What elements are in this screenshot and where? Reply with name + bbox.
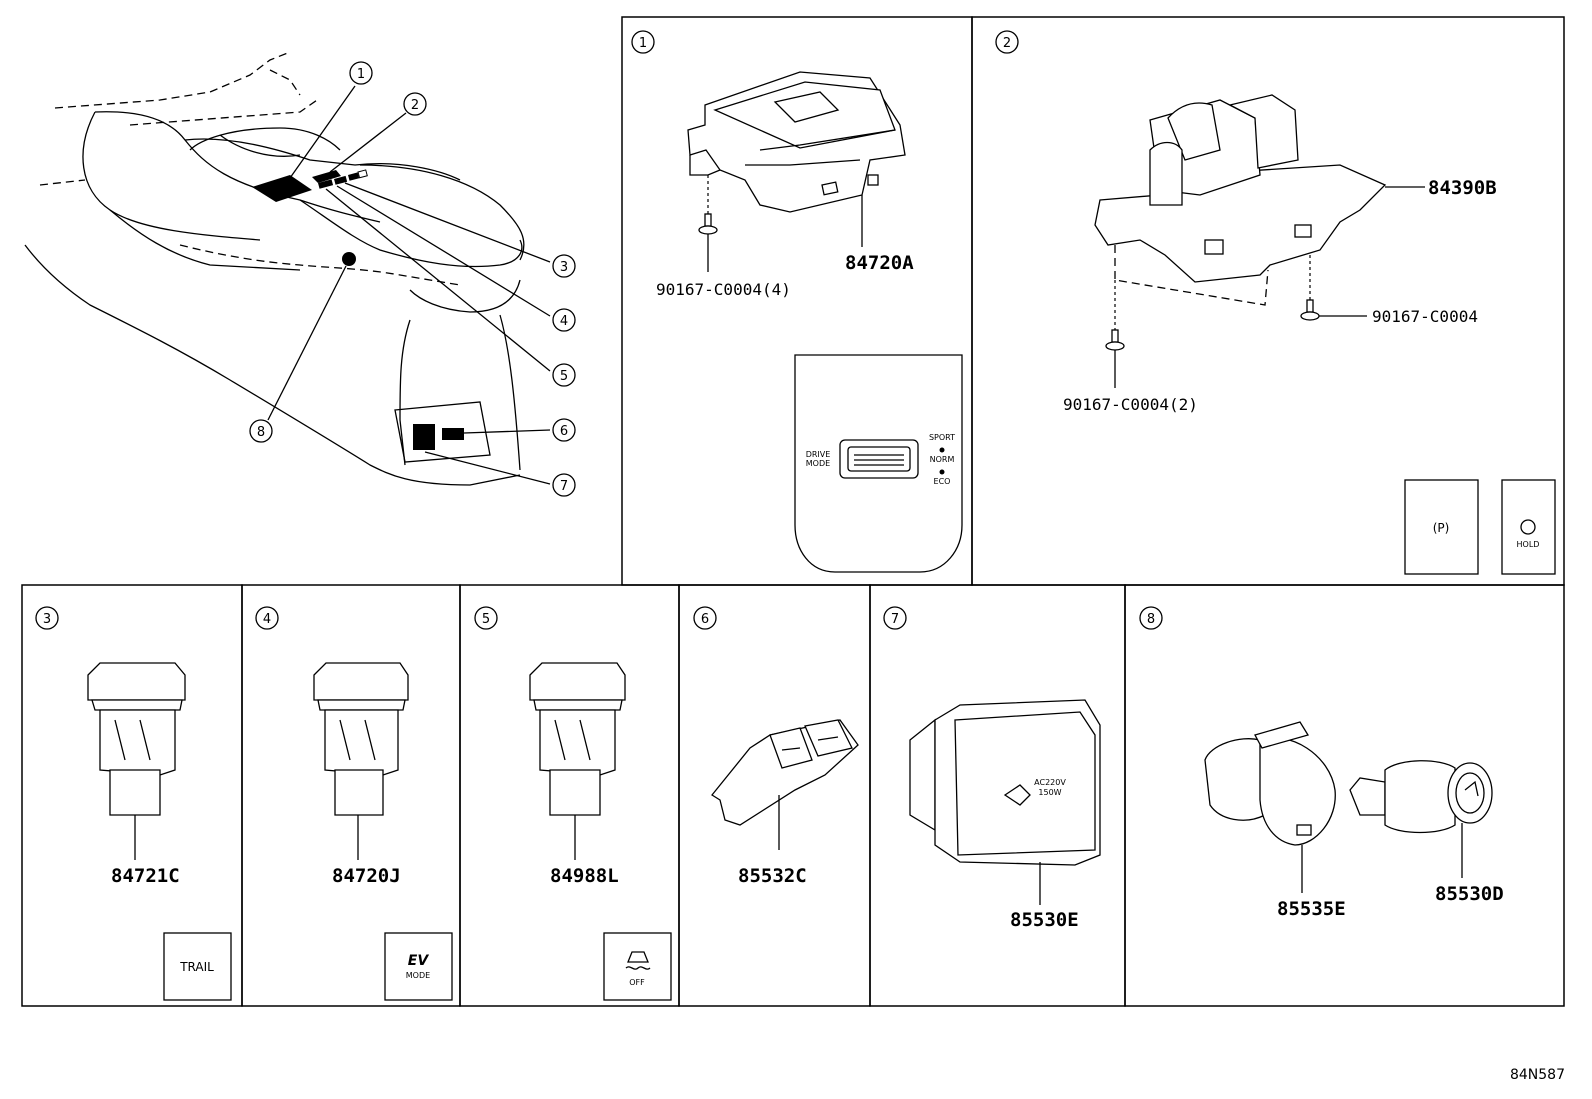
panel-8-callout: 8: [1139, 606, 1163, 630]
part-number-84721C: 84721C: [111, 865, 180, 887]
outlet-label-watt: 150W: [1038, 788, 1061, 797]
svg-text:5: 5: [482, 612, 490, 627]
screw-90167-c0004: [1300, 299, 1367, 321]
svg-text:EV: EV: [408, 953, 430, 969]
svg-text:6: 6: [701, 612, 709, 627]
parking-brake-switch-part: [1094, 94, 1387, 283]
usb-charger-part: [711, 719, 859, 826]
vsc-off-icon: OFF: [603, 932, 672, 1001]
callout-1: 1: [349, 61, 373, 85]
part-number-84390B: 84390B: [1428, 177, 1497, 199]
callout-5: 5: [552, 363, 576, 387]
panel-6-callout: 6: [693, 606, 717, 630]
svg-text:4: 4: [263, 612, 271, 627]
panel-2: 2 84390B 90167-C0004 90167-C0004(2): [995, 30, 1556, 575]
svg-text:3: 3: [560, 260, 568, 275]
ev-mode-icon: EV MODE: [384, 932, 453, 1001]
panel-6: 6 85532C: [693, 606, 859, 887]
part-number-90167-c0004-4: 90167-C0004(4): [656, 280, 791, 299]
svg-text:OFF: OFF: [629, 978, 645, 987]
svg-text:2: 2: [411, 98, 419, 113]
drive-mode-switch-part: [687, 71, 906, 213]
part-number-85530E: 85530E: [1010, 909, 1079, 931]
part-number-90167-c0004: 90167-C0004: [1372, 307, 1478, 326]
svg-text:MODE: MODE: [406, 971, 430, 980]
panel-8: 8 85535E 85530D: [1139, 606, 1504, 920]
callout-8: 8: [249, 419, 273, 443]
svg-text:8: 8: [1147, 612, 1155, 627]
svg-text:7: 7: [560, 479, 568, 494]
callout-7: 7: [552, 473, 576, 497]
panel-5-callout: 5: [474, 606, 498, 630]
callout-4: 4: [552, 308, 576, 332]
parking-brake-icon: (P): [1404, 479, 1479, 575]
panel-7-callout: 7: [883, 606, 907, 630]
svg-text:(P): (P): [1433, 521, 1450, 535]
screw-90167-c0004-4: [698, 213, 718, 272]
panel-8-frame: [1124, 584, 1565, 1007]
panel-3: 3 84721C TRAIL: [35, 606, 232, 1001]
power-socket-part: [1349, 760, 1493, 834]
svg-text:TRAIL: TRAIL: [179, 960, 214, 974]
panel-4-callout: 4: [255, 606, 279, 630]
ev-mode-switch-part: [313, 662, 409, 816]
drive-mode-switch-face: DRIVE MODE SPORT NORM ECO: [794, 354, 963, 573]
svg-text:6: 6: [560, 424, 568, 439]
part-number-84988L: 84988L: [550, 865, 619, 887]
sport-label: SPORT: [929, 433, 955, 442]
svg-text:4: 4: [560, 314, 568, 329]
svg-text:2: 2: [1003, 36, 1011, 51]
brake-hold-icon: HOLD: [1501, 479, 1556, 575]
panel-1: 1 84720A 90167-C0004(4) DRI: [631, 30, 963, 573]
diagram-reference-code: 84N587: [1510, 1067, 1565, 1083]
panel-4: 4 84720J EV MODE: [255, 606, 453, 1001]
console-overview: 1 2 3 4 5 6 7 8: [24, 51, 576, 497]
vsc-off-switch-part: [529, 662, 626, 816]
part-number-84720A: 84720A: [845, 252, 914, 274]
svg-text:5: 5: [560, 369, 568, 384]
panel-7: 7 AC220V 150W 85530E: [883, 606, 1101, 931]
svg-text:MODE: MODE: [806, 459, 830, 468]
screw-90167-c0004-2: [1105, 329, 1125, 388]
svg-text:3: 3: [43, 612, 51, 627]
callout-6: 6: [552, 418, 576, 442]
trail-icon: TRAIL: [163, 932, 232, 1001]
norm-label: NORM: [930, 455, 955, 464]
part-number-85535E: 85535E: [1277, 898, 1346, 920]
outlet-label-voltage: AC220V: [1034, 778, 1066, 787]
svg-text:HOLD: HOLD: [1517, 540, 1540, 549]
eco-label: ECO: [934, 477, 951, 486]
panel-5: 5 84988L OFF: [474, 606, 672, 1001]
panel-2-callout: 2: [995, 30, 1019, 54]
drive-mode-label: DRIVE: [806, 450, 831, 459]
svg-text:1: 1: [639, 36, 647, 51]
svg-text:7: 7: [891, 612, 899, 627]
callout-2: 2: [403, 92, 427, 116]
power-socket-with-cap-part: [1204, 721, 1336, 846]
trail-switch-part: [87, 662, 186, 816]
panel-1-callout: 1: [631, 30, 655, 54]
svg-text:1: 1: [357, 67, 365, 82]
part-number-85530D: 85530D: [1435, 883, 1504, 905]
part-number-84720J: 84720J: [332, 865, 401, 887]
part-number-90167-c0004-2: 90167-C0004(2): [1063, 395, 1198, 414]
panel-3-callout: 3: [35, 606, 59, 630]
svg-text:8: 8: [257, 425, 265, 440]
callout-3: 3: [552, 254, 576, 278]
part-number-85532C: 85532C: [738, 865, 807, 887]
ac-outlet-part: AC220V 150W: [909, 699, 1101, 866]
